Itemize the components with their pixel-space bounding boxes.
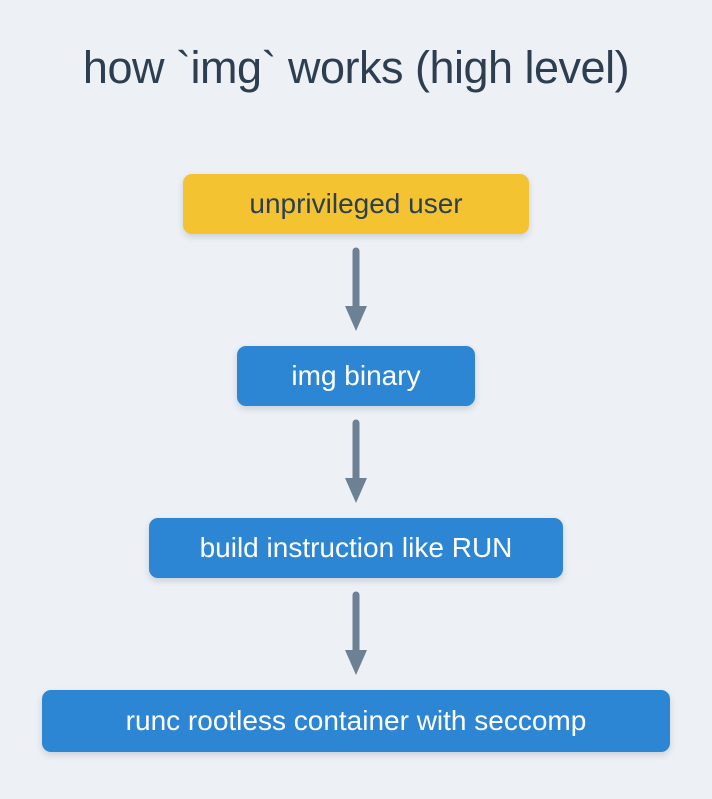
node-build-instruction: build instruction like RUN bbox=[149, 518, 563, 578]
arrow-down-icon bbox=[345, 419, 367, 503]
node-unprivileged-user: unprivileged user bbox=[183, 174, 529, 234]
node-runc-rootless-container: runc rootless container with seccomp bbox=[42, 690, 670, 752]
node-img-binary: img binary bbox=[237, 346, 475, 406]
diagram-title: how `img` works (high level) bbox=[82, 42, 630, 93]
arrow-down-icon bbox=[345, 591, 367, 675]
arrow-down-icon bbox=[345, 247, 367, 331]
